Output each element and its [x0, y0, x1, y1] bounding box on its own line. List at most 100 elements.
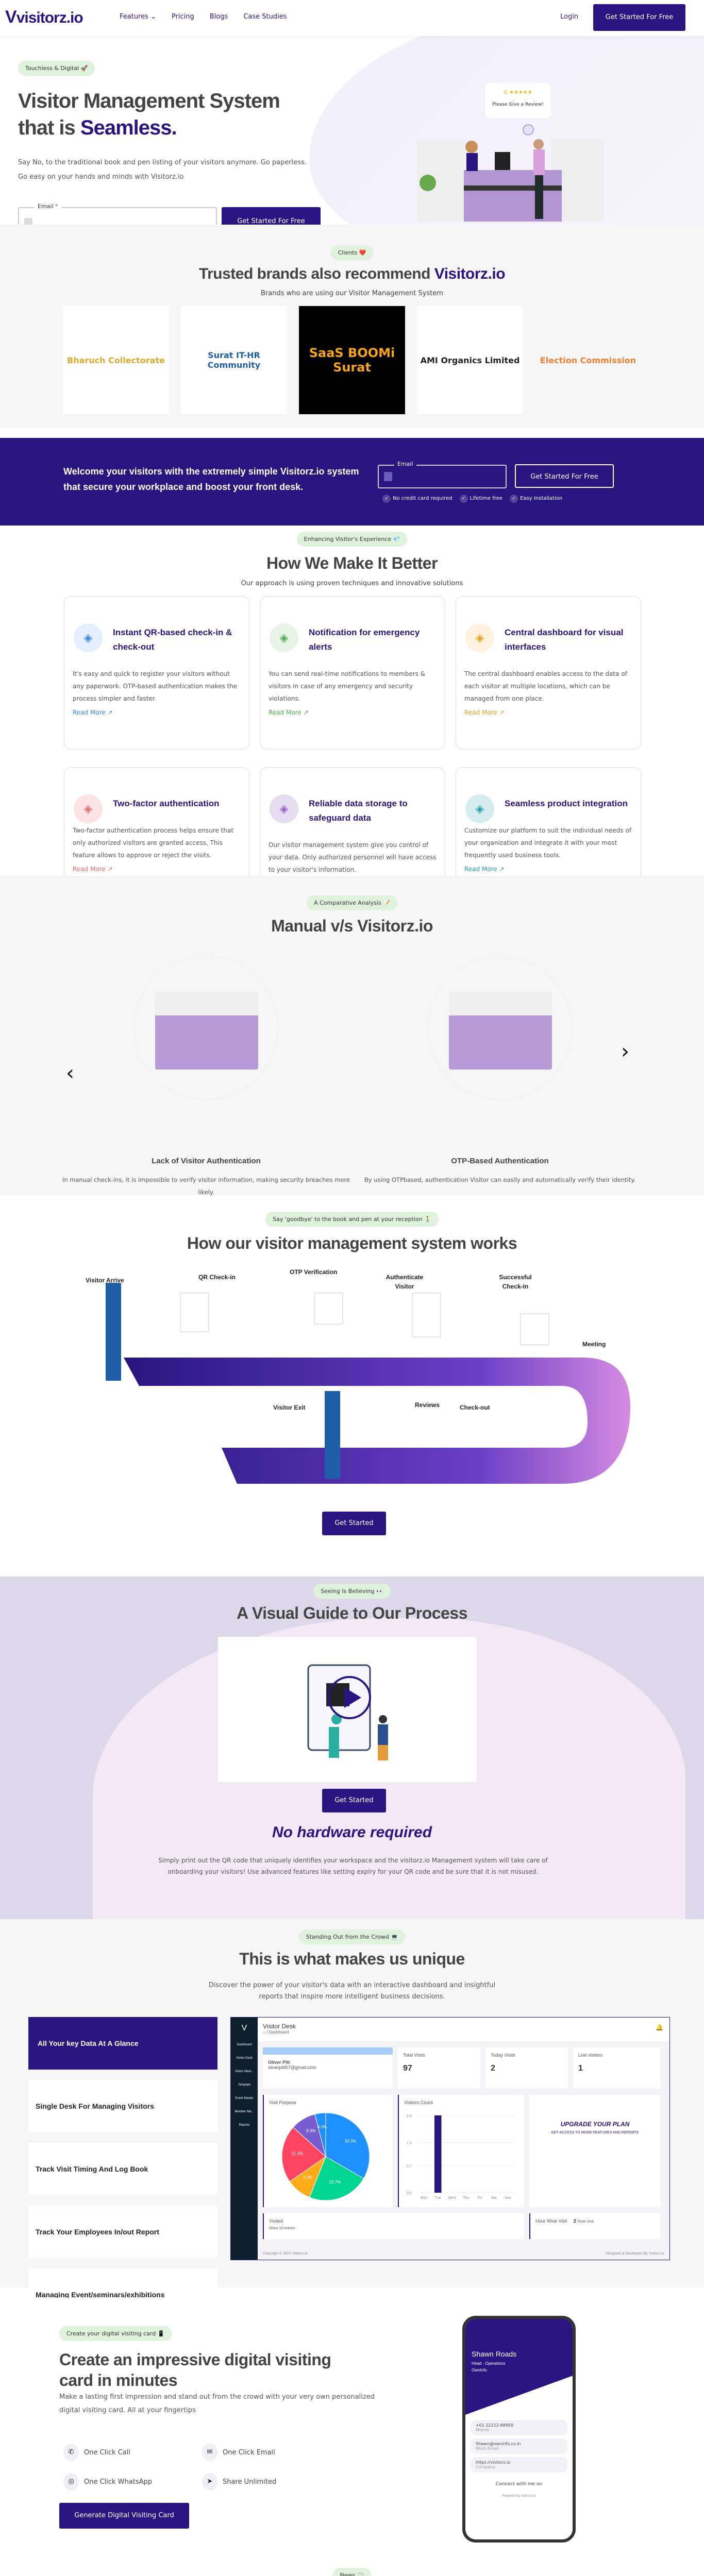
whatsapp-icon: ◎	[63, 2473, 79, 2490]
comparison-slide-manual: Lack of Visitor Authentication In manual…	[62, 956, 350, 1198]
read-more-link[interactable]: Read More ↗	[464, 866, 505, 873]
features-subtitle: Our approach is using proven techniques …	[241, 580, 463, 587]
client-logo: SaaS BOOMi Surat	[299, 306, 405, 414]
feature-share-unlimited: ➤Share Unlimited	[202, 2473, 276, 2490]
feature-card-title: Instant QR-based check-in & check-out	[113, 628, 232, 652]
hour-wise-card: Hour Wise Visit 2 Total Visit	[529, 2213, 661, 2239]
hero-get-started-button[interactable]: Get Started For Free	[222, 207, 321, 225]
visual-guide-section: Seeing Is Believing 👀 A Visual Guide to …	[0, 1577, 704, 1919]
slide-text: In manual check-ins, it is impossible to…	[62, 1176, 350, 1196]
check-item: ✓No credit card required	[382, 495, 452, 503]
contact-value: https://visitorz.io	[476, 2460, 511, 2465]
envelope-icon	[24, 218, 32, 225]
dashboard-sidebar-item: Member Ma...	[234, 2110, 254, 2113]
logo[interactable]: Vvisitorz.io	[5, 7, 83, 27]
login-link[interactable]: Login	[560, 13, 579, 21]
profile-card: Oliver Pitt oliverpitt57@gmail.com	[263, 2047, 393, 2089]
padlock-icon: ◈	[270, 794, 298, 823]
read-more-link[interactable]: Read More ↗	[73, 866, 113, 873]
pie-slice	[309, 2156, 364, 2201]
clients-subtitle: Brands who are using our Visitor Managem…	[260, 290, 444, 297]
feature-card-text: It's easy and quick to register your vis…	[73, 670, 238, 702]
read-more-link[interactable]: Read More ↗	[73, 709, 113, 716]
profile-name: Oliver Pitt	[268, 2060, 290, 2065]
no-hardware-text: Simply print out the QR code that unique…	[158, 1857, 548, 1875]
card-role: Head - Operations	[472, 2361, 506, 2366]
feature-label: Share Unlimited	[223, 2478, 277, 2486]
cta-email-input[interactable]	[396, 470, 502, 484]
step-label: OTP Verification	[290, 1268, 338, 1276]
auth-lock-icon: ◈	[74, 794, 103, 823]
feature-label: One Click WhatsApp	[84, 2478, 153, 2486]
header-get-started-button[interactable]: Get Started For Free	[593, 4, 685, 31]
generate-card-button[interactable]: Generate Digital Visiting Card	[59, 2503, 189, 2529]
pie-slice	[325, 2112, 370, 2179]
unique-feature-tab[interactable]: Single Desk For Managing Visitors	[28, 2080, 217, 2132]
feature-label: One Click Email	[223, 2448, 275, 2456]
card-connect-text: Connect with me on	[495, 2482, 543, 2487]
cta-email-field[interactable]: Email	[378, 461, 507, 488]
hero-section: Touchless & Digital 🚀 Visitor Management…	[0, 36, 704, 225]
feature-card-text: The central dashboard enables access to …	[464, 670, 627, 702]
logo-pin-icon: V	[5, 7, 17, 27]
pie-slice-label: 33.3%	[345, 2139, 357, 2143]
hero-title-line2: that is	[18, 116, 80, 139]
hero-badge: Touchless & Digital 🚀	[18, 61, 95, 76]
unique-feature-tab[interactable]: Track Your Employees In/out Report	[28, 2206, 217, 2258]
hero-title-accent: Seamless.	[80, 116, 177, 139]
carousel-next-arrow-icon[interactable]: ›	[621, 1040, 629, 1063]
step-label: Reviews	[415, 1401, 440, 1409]
cta-get-started-button[interactable]: Get Started For Free	[515, 464, 614, 488]
step-label: Meeting	[582, 1341, 606, 1348]
clients-title-text: Trusted brands also recommend	[198, 265, 434, 282]
visual-guide-get-started-button[interactable]: Get Started	[322, 1789, 386, 1812]
step-label: Check-out	[460, 1404, 490, 1411]
chevron-down-icon: ⌄	[150, 13, 156, 21]
how-it-works-section: Say 'goodbye' to the book and pen at you…	[0, 1200, 704, 1561]
visual-guide-badge: Seeing Is Believing 👀	[313, 1584, 391, 1599]
how-it-works-get-started-button[interactable]: Get Started	[322, 1512, 386, 1535]
upgrade-title: UPGRADE YOUR PLAN	[560, 2121, 630, 2128]
video-thumbnail[interactable]	[218, 1637, 477, 1782]
hero-email-field[interactable]: Email *	[18, 203, 217, 225]
contact-label: Mobile	[476, 2428, 490, 2432]
nav-blogs[interactable]: Blogs	[209, 13, 228, 21]
read-more-link[interactable]: Read More ↗	[464, 709, 505, 716]
feature-one-click-email: ✉One Click Email	[202, 2444, 275, 2461]
check-icon: ✓	[510, 495, 518, 503]
unique-feature-tab[interactable]: Track Visit Timing And Log Book	[28, 2143, 217, 2195]
hour-wise-label: Total Visit	[577, 2219, 594, 2224]
hero-email-input[interactable]	[37, 212, 213, 225]
unique-badge: Standing Out from the Crowd 💻	[298, 1929, 406, 1944]
read-more-link[interactable]: Read More ↗	[269, 709, 309, 716]
pie-slice-label: 4.0%	[317, 2125, 327, 2129]
bar	[434, 2115, 442, 2193]
nav-features[interactable]: Features ⌄	[120, 13, 156, 21]
client-logo: Bharuch Collectorate	[63, 306, 169, 414]
how-it-works-title: How our visitor management system works	[187, 1234, 517, 1252]
feature-one-click-whatsapp: ◎ One Click WhatsApp	[63, 2473, 152, 2490]
nav-case-studies[interactable]: Case Studies	[243, 13, 287, 21]
feature-card-text: Our visitor management system give you c…	[269, 841, 437, 873]
digital-card-subtitle: Make a lasting first impression and stan…	[59, 2393, 375, 2414]
x-tick-label: Mon	[421, 2196, 428, 2200]
carousel-prev-arrow-icon[interactable]: ‹	[66, 1061, 74, 1085]
nav-pricing[interactable]: Pricing	[171, 13, 194, 21]
table-page-size[interactable]: Show 10 entries	[269, 2227, 295, 2230]
dashboard-topbar: Visitor Desk ⌂ / Dashboard 🔔	[258, 2018, 669, 2041]
dashboard-sidebar-item: Visitor Desk	[236, 2057, 253, 2060]
database-icon: ◈	[465, 623, 494, 652]
card-name: Shawn Roads	[472, 2350, 517, 2358]
pie-slice-label: 21.3%	[292, 2151, 304, 2156]
news-badge: News 📰	[332, 2568, 372, 2576]
cta-banner-text: Welcome your visitors with the extremely…	[63, 464, 373, 495]
unique-feature-tab[interactable]: All Your key Data At A Glance	[28, 2017, 217, 2070]
